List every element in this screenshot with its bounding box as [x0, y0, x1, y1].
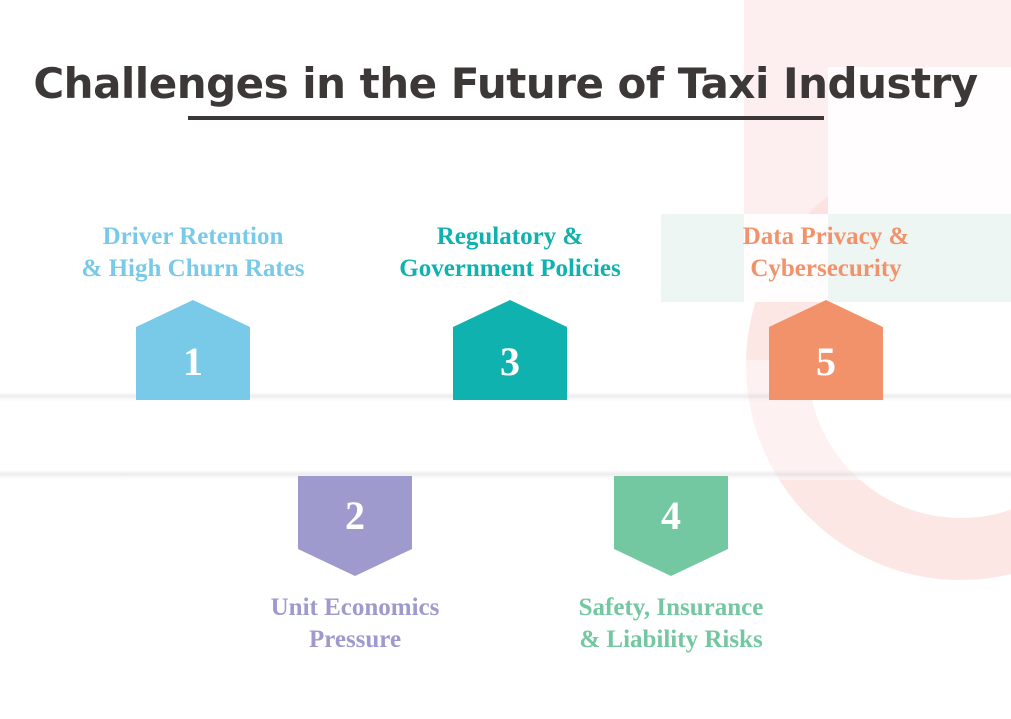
pentagon-up-icon [453, 300, 567, 400]
pentagon-up-icon [136, 300, 250, 400]
pentagon-up-shape [453, 300, 567, 400]
challenge-label-2: Unit Economics Pressure [270, 594, 440, 653]
challenge-label-4: Safety, Insurance & Liability Risks [578, 594, 764, 653]
challenge-marker-2[interactable]: 2 [298, 476, 412, 576]
challenge-marker-4[interactable]: 4 [614, 476, 728, 576]
challenge-number-2: 2 [345, 493, 365, 538]
challenge-label-3: Regulatory & Government Policies [399, 223, 621, 282]
pentagon-up-shape [136, 300, 250, 400]
shelf-shadow-lower [0, 470, 1011, 480]
challenge-marker-5[interactable]: 5 [769, 300, 883, 400]
pentagon-down-icon [298, 476, 412, 576]
challenge-number-1: 1 [183, 339, 203, 384]
challenge-marker-3[interactable]: 3 [453, 300, 567, 400]
challenge-label-1: Driver Retention & High Churn Rates [81, 223, 305, 282]
challenge-number-3: 3 [500, 339, 520, 384]
title-block: Challenges in the Future of Taxi Industr… [0, 59, 1011, 121]
pentagon-up-shape [769, 300, 883, 400]
challenge-number-5: 5 [816, 339, 836, 384]
challenge-marker-1[interactable]: 1 [136, 300, 250, 400]
pentagon-down-shape [614, 476, 728, 576]
challenge-label-5: Data Privacy & Cybersecurity [742, 223, 910, 282]
pentagon-up-icon [769, 300, 883, 400]
page-title: Challenges in the Future of Taxi Industr… [33, 59, 978, 108]
pentagon-down-icon [614, 476, 728, 576]
challenge-number-4: 4 [661, 493, 681, 538]
title-underline [187, 116, 824, 121]
pentagon-down-shape [298, 476, 412, 576]
